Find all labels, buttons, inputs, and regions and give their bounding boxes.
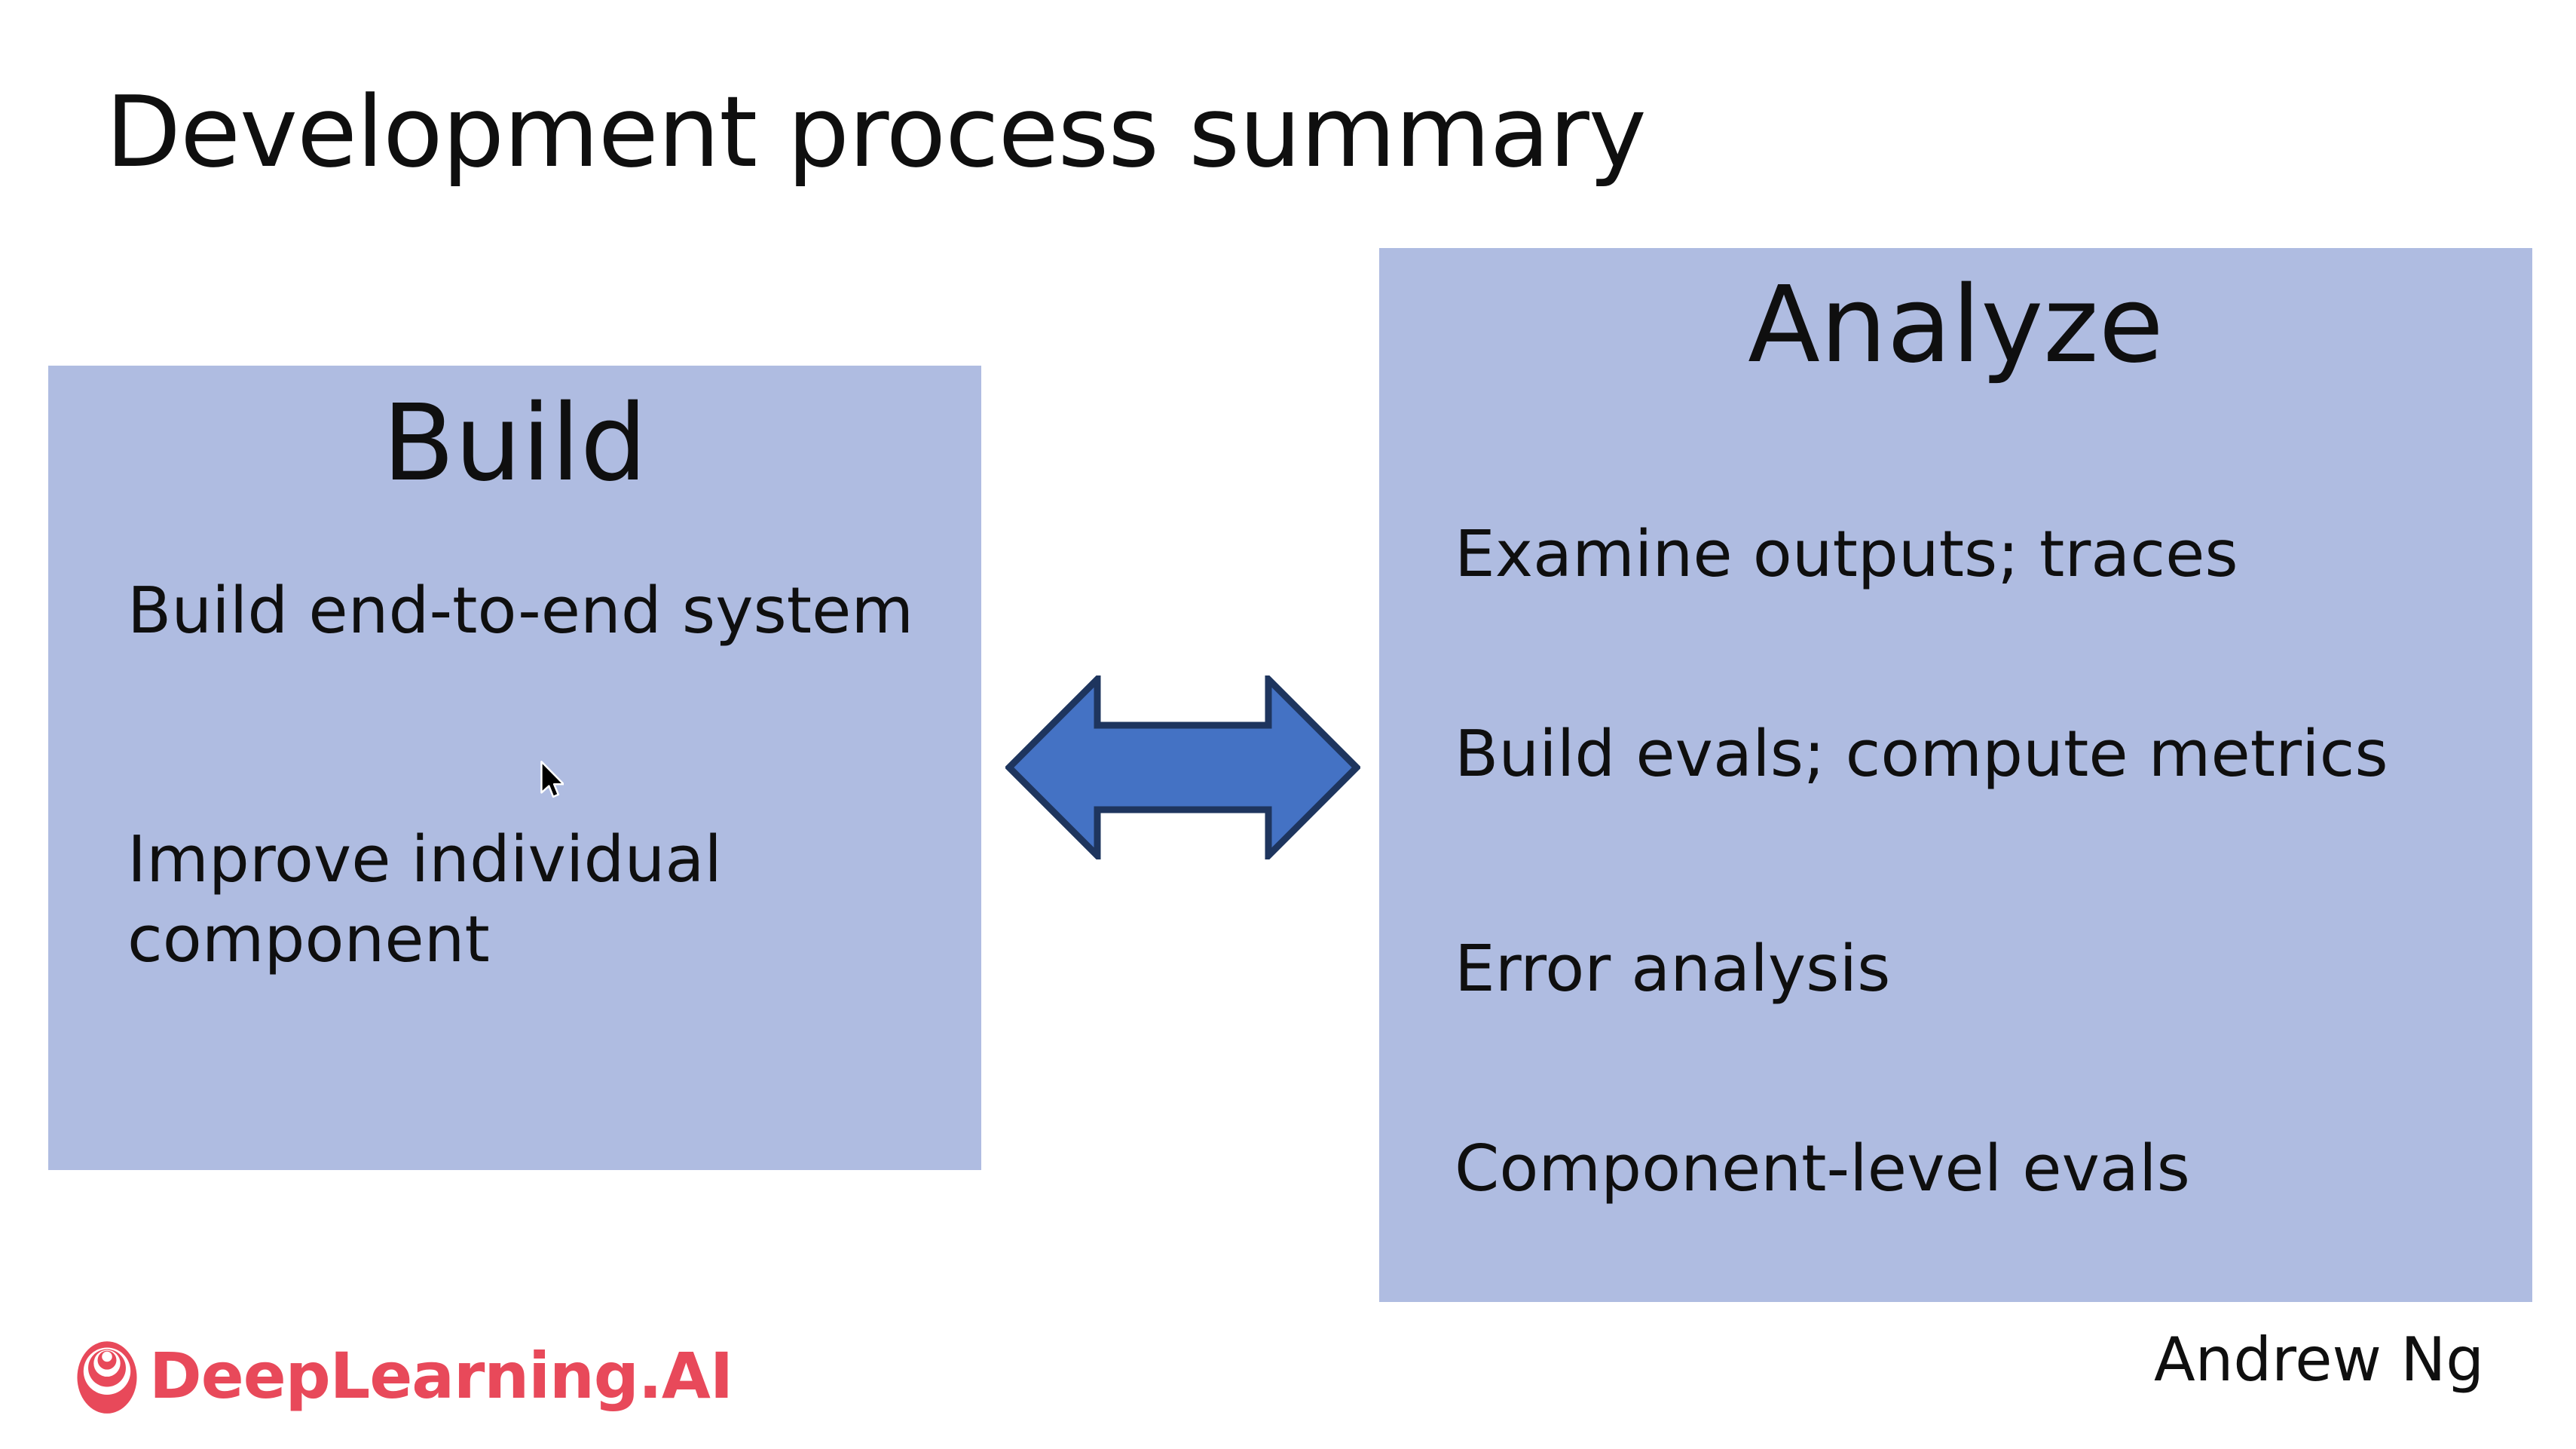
brand-footer: DeepLearning.AI — [75, 1336, 733, 1416]
mouse-cursor-icon — [540, 760, 564, 799]
analyze-box-heading: Analyze — [1748, 264, 2164, 387]
analyze-box-item: Error analysis — [1455, 932, 1891, 1006]
brand-name: DeepLearning.AI — [149, 1339, 733, 1413]
build-box-heading: Build — [382, 382, 647, 505]
deeplearning-ai-logo-icon — [77, 1341, 137, 1414]
author-name: Andrew Ng — [2153, 1325, 2484, 1395]
build-box-item: Improve individual component — [127, 823, 723, 978]
analyze-box-item: Build evals; compute metrics — [1455, 717, 2388, 792]
analyze-box-item: Component-level evals — [1455, 1132, 2190, 1206]
build-box-item: Build end-to-end system — [127, 574, 914, 648]
analyze-box: Analyze Examine outputs; traces Build ev… — [1379, 248, 2532, 1302]
double-arrow-icon — [1005, 675, 1360, 859]
build-box: Build Build end-to-end system Improve in… — [48, 366, 981, 1170]
analyze-box-item: Examine outputs; traces — [1455, 517, 2238, 592]
slide-title: Development process summary — [106, 75, 1647, 189]
